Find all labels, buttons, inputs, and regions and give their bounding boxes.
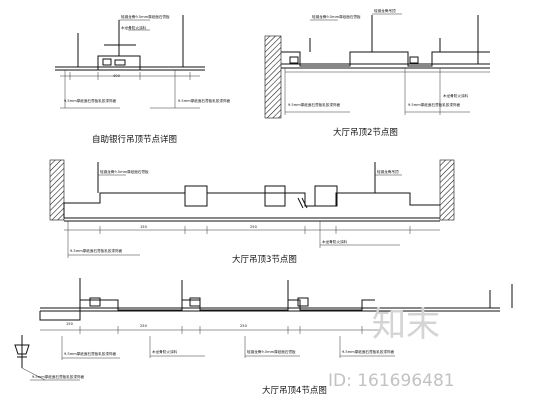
section-4-dimension: 250 — [240, 324, 248, 328]
section-2-note: 9.5mm厚纸面石膏板乳胶漆饰面 — [288, 102, 341, 107]
section-1-drawing — [55, 15, 205, 109]
section-3-dimension: 250 — [250, 225, 258, 229]
section-4-note: 木龙骨防火涂料 — [152, 349, 178, 354]
section-3-title: 大厅吊顶3节点图 — [232, 254, 297, 265]
section-1-dimension: 400 — [113, 74, 121, 78]
section-2-title: 大厅吊顶2节点图 — [333, 127, 398, 138]
watermark-id: ID: 161696481 — [328, 371, 455, 391]
watermark-logo: 知末 — [372, 305, 440, 345]
section-3-drawing — [49, 159, 455, 258]
section-2-drawing — [264, 13, 490, 119]
section-3-note: 轻钢龙骨吊顶 — [377, 169, 399, 174]
section-3-note: 木龙骨防火涂料 — [322, 239, 348, 244]
section-1-note: 9.5mm厚纸面石膏板乳胶漆饰面 — [64, 98, 117, 103]
section-4-note: 9.5mm厚纸面石膏板乳胶漆饰面 — [342, 349, 395, 354]
section-1-title: 自助银行吊顶节点详图 — [92, 134, 177, 145]
section-4-dimension: 150 — [66, 322, 74, 326]
section-4-note: 轻钢龙骨9.5mm厚纸面石膏板 — [247, 349, 296, 354]
section-4-drawing — [14, 278, 513, 381]
section-2-note: 轻钢龙骨吊顶 — [374, 8, 396, 13]
section-2-note: 9.5mm厚纸面石膏板乳胶漆饰面 — [408, 102, 461, 107]
section-3-note: 轻钢龙骨9.5mm厚纸面石膏板 — [100, 169, 149, 174]
section-4-title: 大厅吊顶4节点图 — [262, 385, 327, 396]
section-4-note: 9.5mm厚纸面石膏板乳胶漆饰面 — [32, 374, 85, 379]
section-4-note: 9.5mm厚纸面石膏板乳胶漆饰面 — [64, 351, 117, 356]
section-1-note: 轻钢龙骨9.5mm厚纸面石膏板 — [121, 14, 170, 19]
section-3-dimension: 150 — [140, 225, 148, 229]
section-2-note: 木龙骨防火涂料 — [443, 93, 469, 98]
section-4-dimension: 250 — [140, 324, 148, 328]
section-1-note: 木龙骨防火涂料 — [121, 25, 147, 30]
section-1-note: 9.5mm厚纸面石膏板乳胶漆饰面 — [178, 98, 231, 103]
section-3-note: 9.5mm厚纸面石膏板乳胶漆饰面 — [70, 248, 123, 253]
section-2-note: 轻钢龙骨9.5mm厚纸面石膏板 — [312, 14, 361, 19]
